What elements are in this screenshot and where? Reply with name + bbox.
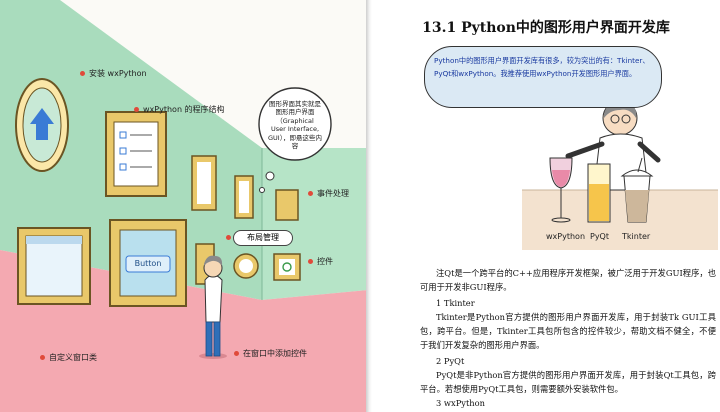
frame-button-label: Button [134,259,162,268]
gallery-illustration [0,0,368,412]
callout-install-wxpython: 安装 wxPython [80,68,147,79]
gui-speech-bubble-text: 图形界面其实就是图形用户界面（Graphical User Interface,… [268,100,322,151]
glass-label-tkinter: Tkinter [622,232,651,241]
callout-event-handling: 事件处理 [308,188,349,199]
right-page-text: 13.1 Python中的图形用户界面开发库 [372,0,720,412]
bullet-dot [226,235,231,240]
bullet-dot [308,259,313,264]
callout-label: wxPython 的程序结构 [143,105,225,114]
heading-tkinter: 1 Tkinter [436,298,475,308]
callout-label: 事件处理 [317,189,349,198]
callout-label: 在窗口中添加控件 [243,349,307,358]
callout-custom-window-class: 自定义窗口类 [40,352,97,363]
left-page-illustration: 安装 wxPython wxPython 的程序结构 事件处理 控件 自定义窗口… [0,0,368,412]
speech-bubble-text: Python中的图形用户界面开发库有很多，较为突出的有：Tkinter、PyQt… [434,56,650,78]
heading-pyqt: 2 PyQt [436,356,465,366]
paragraph-qt-note: 注Qt是一个跨平台的C++应用程序开发框架，被广泛用于开发GUI程序，也可用于开… [420,268,716,292]
section-title: 13.1 Python中的图形用户界面开发库 [422,20,670,36]
callout-program-structure: wxPython 的程序结构 [134,104,225,115]
layout-management-pill: 布局管理 [226,230,293,246]
pill-label: 布局管理 [247,233,279,242]
bullet-dot [308,191,313,196]
bullet-dot [40,355,45,360]
paragraph-pyqt: PyQt是非Python官方提供的图形用户界面开发库，用于封装Qt工具包，跨平台… [420,370,716,394]
speech-bubble [424,46,662,108]
page-gutter [366,0,372,412]
heading-wxpython: 3 wxPython [436,398,485,408]
callout-controls: 控件 [308,256,333,267]
bullet-dot [80,71,85,76]
callout-add-controls: 在窗口中添加控件 [234,348,307,359]
glass-label-wxpython: wxPython [546,232,586,241]
callout-label: 安装 wxPython [89,69,147,78]
callout-label: 控件 [317,257,333,266]
callout-label: 自定义窗口类 [49,353,97,362]
bullet-dot [234,351,239,356]
bartender-illustration [522,100,718,250]
paragraph-tkinter: Tkinter是Python官方提供的图形用户界面开发库，用于封装Tk GUI工… [420,312,716,350]
glass-label-pyqt: PyQt [590,232,609,241]
bullet-dot [134,107,139,112]
